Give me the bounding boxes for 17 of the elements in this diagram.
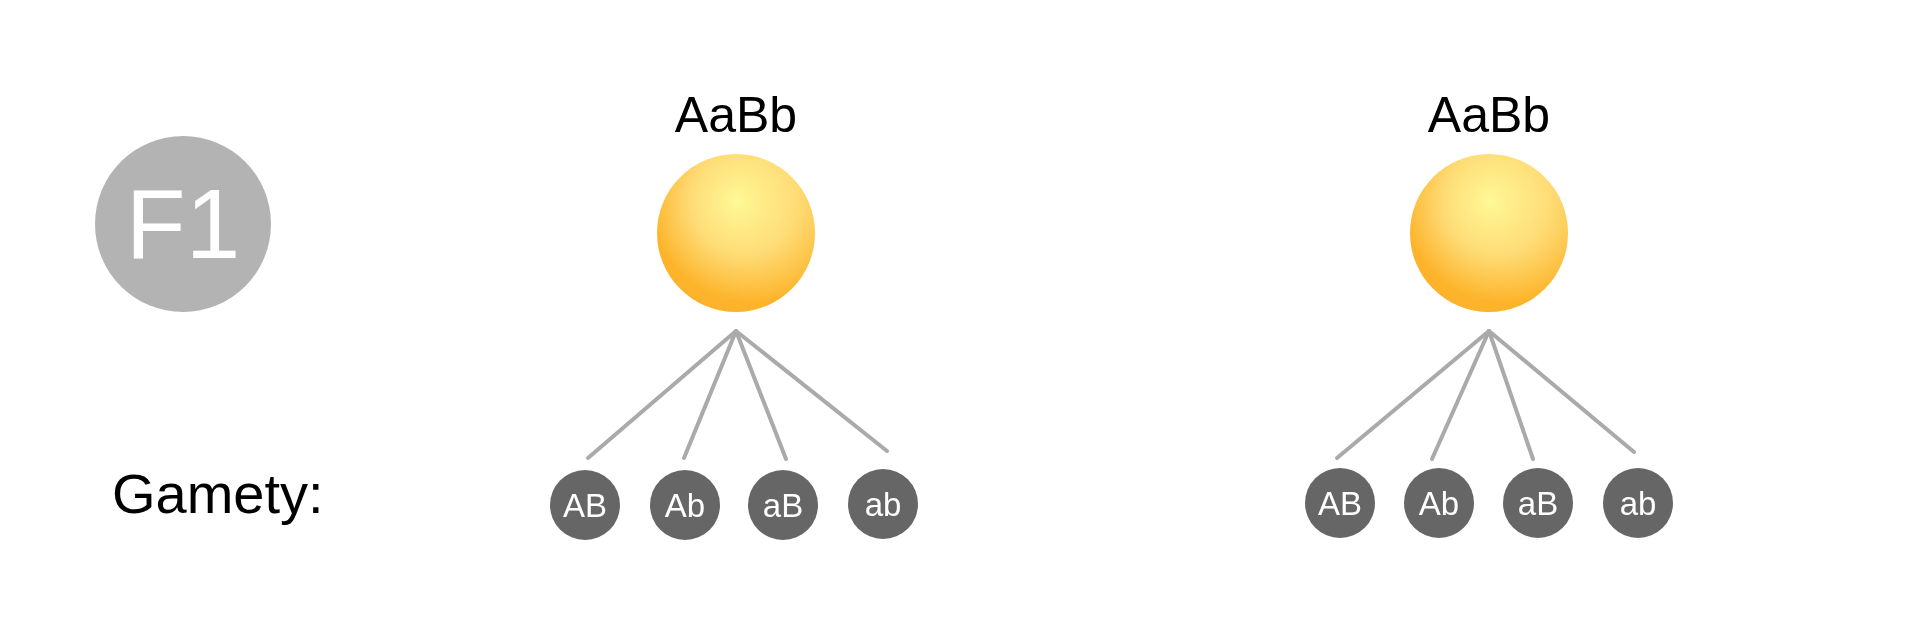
gamete-cell: ab — [848, 469, 918, 539]
branch-line — [1487, 329, 1636, 454]
gamete-cell: aB — [748, 470, 818, 540]
branch-line — [1430, 329, 1491, 461]
gamete-cell: AB — [550, 470, 620, 540]
branch-line — [734, 329, 889, 453]
gamete-cell: ab — [1603, 468, 1673, 538]
gamete-cell: AB — [1305, 468, 1375, 538]
generation-badge: F1 — [95, 136, 271, 312]
genotype-label: AaBb — [1426, 90, 1552, 140]
gamete-cell: Ab — [650, 470, 720, 540]
gamete-cell: aB — [1503, 468, 1573, 538]
branch-line — [682, 329, 738, 460]
branch-line — [1487, 329, 1535, 461]
gamete-cell: Ab — [1404, 468, 1474, 538]
genotype-label: AaBb — [673, 90, 799, 140]
branch-line — [734, 329, 788, 461]
